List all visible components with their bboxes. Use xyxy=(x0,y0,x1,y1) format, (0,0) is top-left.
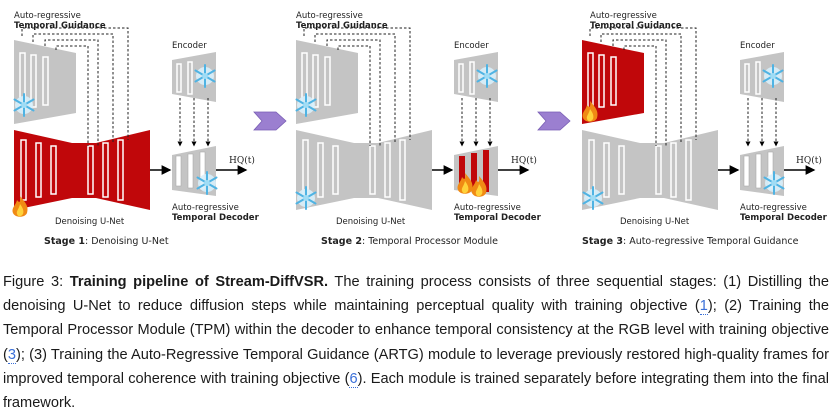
stage-1-encoder-label: Encoder xyxy=(172,41,207,51)
stage-arrow-icon xyxy=(537,111,571,131)
stage-3-decoder-label-bold: Temporal Decoder xyxy=(740,213,828,223)
equation-ref-1[interactable]: 1 xyxy=(699,298,708,316)
caption-text-2: ); (2) Training the Temporal Processor M… xyxy=(3,298,829,363)
stage-arrow-icon xyxy=(253,111,287,131)
stage-3-denoising-unet xyxy=(582,130,718,210)
stage-2-guidance-label: Auto-regressive xyxy=(296,11,363,21)
stage-1-guidance-label-bold: Temporal Guidance xyxy=(14,21,106,31)
stage-2-unet-label: Denoising U-Net xyxy=(336,217,406,227)
stage-3-guidance-label-bold: Temporal Guidance xyxy=(590,21,682,31)
stage-2-output-label: HQ(t) xyxy=(511,155,537,166)
stage-1-decoder-label: Auto-regressive xyxy=(172,203,239,213)
stage-1-decoder-label-bold: Temporal Decoder xyxy=(172,213,260,223)
stage-3-guidance-label: Auto-regressive xyxy=(590,11,657,21)
stage-2-decoder-label: Auto-regressive xyxy=(454,203,521,213)
stage-3-encoder-label: Encoder xyxy=(740,41,775,51)
figure-caption: Figure 3: Training pipeline of Stream-Di… xyxy=(3,270,829,415)
stage-1-denoising-unet xyxy=(14,130,150,210)
stage-2-guidance-label-bold: Temporal Guidance xyxy=(296,21,388,31)
stage-2-caption: Stage 2: Temporal Processor Module xyxy=(321,236,498,247)
equation-ref-6[interactable]: 6 xyxy=(349,370,358,388)
stage-1-guidance-label: Auto-regressive xyxy=(14,11,81,21)
stage-3-decoder-label: Auto-regressive xyxy=(740,203,807,213)
stage-3-diagram xyxy=(582,27,816,210)
caption-text-3: ); (3) Training the Auto-Regressive Temp… xyxy=(3,346,829,387)
caption-text-4: ). Each module is trained separately bef… xyxy=(3,370,829,412)
stage-3-output-label: HQ(t) xyxy=(796,155,822,166)
stage-1-caption: Stage 1: Denoising U-Net xyxy=(44,236,169,247)
stage-1-unet-label: Denoising U-Net xyxy=(55,217,125,227)
stage-3-caption: Stage 3: Auto-regressive Temporal Guidan… xyxy=(582,236,799,247)
stage-2-denoising-unet xyxy=(296,130,432,210)
figure-number: Figure 3: xyxy=(3,274,70,290)
caption-text-1: The training process consists of three s… xyxy=(3,274,829,315)
stage-1-output-label: HQ(t) xyxy=(229,155,255,166)
stage-3-unet-label: Denoising U-Net xyxy=(620,217,690,227)
stage-3-guidance-module xyxy=(582,40,644,124)
figure-title: Training pipeline of Stream-DiffVSR. xyxy=(69,274,329,290)
stage-2-encoder-label: Encoder xyxy=(454,41,489,51)
stage-2-diagram xyxy=(295,27,530,210)
stage-2-decoder-label-bold: Temporal Decoder xyxy=(454,213,542,223)
training-pipeline-figure: Auto-regressive Temporal Guidance Encode… xyxy=(12,11,828,247)
stage-1-diagram xyxy=(12,27,248,217)
equation-ref-3[interactable]: 3 xyxy=(7,346,16,364)
